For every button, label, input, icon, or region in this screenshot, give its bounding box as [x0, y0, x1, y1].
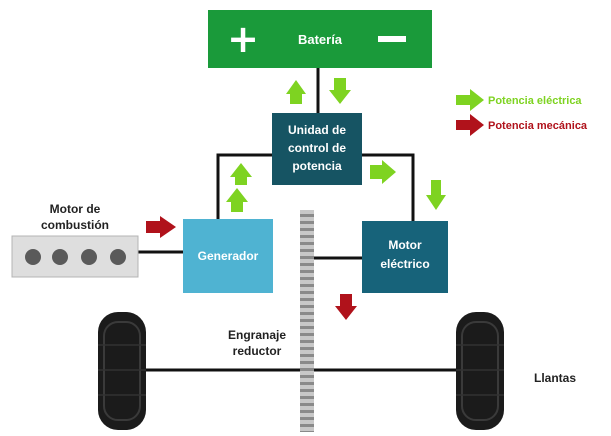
combustion-engine-label-2: combustión: [41, 218, 109, 232]
engine-cylinder: [25, 249, 41, 265]
power-arrows: [146, 78, 446, 320]
control-unit-label-2: control de: [288, 141, 346, 155]
gear-shaft: [300, 210, 314, 432]
combustion-engine: Motor de combustión: [11, 202, 139, 278]
wheel-right: [456, 312, 504, 430]
generator-label: Generador: [198, 249, 259, 263]
arrow-up-icon: [226, 188, 248, 212]
battery-minus-sign: [378, 36, 406, 42]
legend-mechanical-label: Potencia mecánica: [488, 120, 588, 132]
control-unit-box: [272, 113, 362, 185]
combustion-engine-label-1: Motor de: [50, 202, 101, 216]
control-unit-label-1: Unidad de: [288, 123, 346, 137]
legend-mechanical-arrow-icon: [456, 114, 484, 136]
battery-plus-sign: +: [227, 17, 259, 61]
engine-cylinder: [52, 249, 68, 265]
arrow-up-icon: [286, 80, 306, 104]
wire-control-generator: [216, 153, 272, 220]
arrow-down-icon: [335, 294, 357, 320]
engine-cylinder: [81, 249, 97, 265]
generator-box: [183, 219, 273, 293]
arrow-up-icon: [230, 163, 252, 185]
control-unit-label-3: potencia: [292, 159, 342, 173]
wheel-left: [98, 312, 146, 430]
legend-electric-arrow-icon: [456, 89, 484, 111]
arrow-right-icon: [370, 160, 396, 184]
electric-motor-label-1: Motor: [388, 238, 422, 252]
electric-motor-label-2: eléctrico: [380, 257, 429, 271]
engine-cylinder: [110, 249, 126, 265]
control-unit: Unidad de control de potencia: [272, 113, 362, 185]
legend-electric-label: Potencia eléctrica: [488, 95, 582, 107]
battery-label: Batería: [298, 32, 343, 47]
gear-label-2: reductor: [233, 344, 282, 358]
arrow-down-icon: [426, 180, 446, 210]
arrow-down-icon: [329, 78, 351, 104]
wheels: Llantas: [98, 312, 576, 430]
battery: + Batería: [208, 10, 432, 68]
electric-motor: Motor eléctrico: [362, 221, 448, 293]
gear-label-1: Engranaje: [228, 328, 286, 342]
generator: Generador: [183, 219, 273, 293]
reduction-gear: Engranaje reductor: [228, 210, 314, 432]
legend: Potencia eléctrica Potencia mecánica: [456, 89, 588, 136]
arrow-right-icon: [146, 216, 176, 238]
electric-motor-box: [362, 221, 448, 293]
wire-control-motor: [362, 153, 415, 222]
wheels-label: Llantas: [534, 371, 576, 385]
